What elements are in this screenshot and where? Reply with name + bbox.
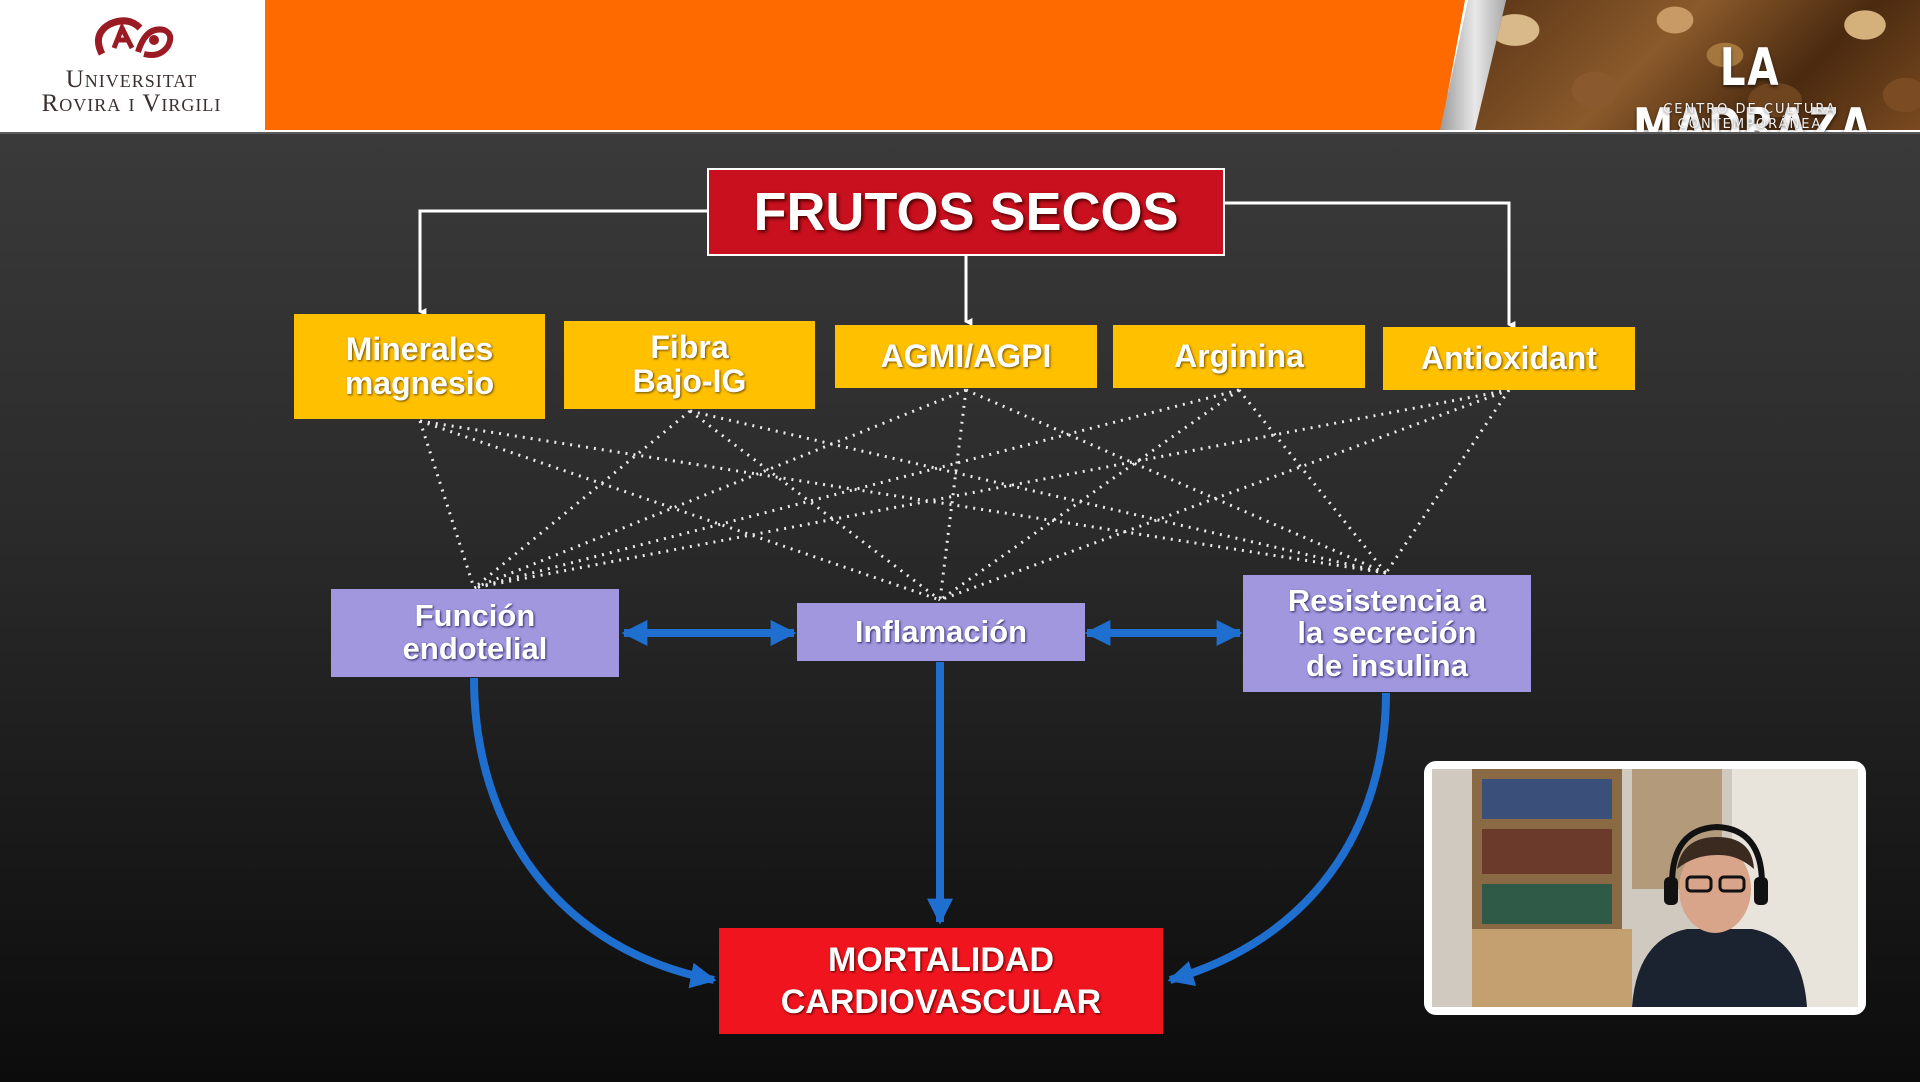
- webcam-overlay[interactable]: [1424, 761, 1866, 1015]
- component-label-line1: Fibra: [650, 329, 729, 366]
- component-box-agmi-agpi: AGMI/AGPI: [835, 325, 1097, 388]
- presenter-video-icon: [1432, 769, 1858, 1007]
- header-orange-band: [265, 0, 1465, 130]
- component-label-line2: Bajo-IG: [632, 363, 747, 399]
- frutos-secos-title-box: FRUTOS SECOS: [707, 168, 1225, 256]
- mortalidad-cardiovascular-box: MORTALIDAD CARDIOVASCULAR: [719, 928, 1163, 1034]
- endotelial-to-mortalidad-arrow: [470, 677, 717, 989]
- component-label-line1: Minerales: [345, 330, 494, 367]
- university-name-line2: Rovira i Virgili: [41, 90, 222, 117]
- mechanism-label: Inflamación: [854, 613, 1028, 649]
- header-bar: Universitat Rovira i Virgili LA MADRAZA …: [0, 0, 1920, 158]
- component-label: AGMI/AGPI: [880, 337, 1052, 374]
- title-to-minerales-arrow: [418, 209, 707, 316]
- component-label-line2: magnesio: [344, 364, 495, 401]
- component-label: Antioxidant: [1421, 339, 1597, 376]
- university-name-line1: Universitat: [65, 66, 198, 93]
- component-box-antioxidant: Antioxidant: [1383, 327, 1635, 390]
- urv-emblem-icon: [94, 17, 174, 58]
- outcome-label-line1: MORTALIDAD: [828, 940, 1054, 979]
- mechanism-label-line1: Función: [414, 598, 536, 634]
- university-logo: Universitat Rovira i Virgili: [0, 0, 263, 130]
- mechanism-box-resistencia-insulina: Resistencia a la secreción de insulina: [1243, 575, 1531, 692]
- mechanism-label-line3: de insulina: [1306, 647, 1468, 683]
- dotted-association-lines: [418, 388, 1511, 602]
- outcome-label-line2: CARDIOVASCULAR: [780, 983, 1102, 1021]
- mechanism-box-inflamacion: Inflamación: [797, 603, 1085, 661]
- component-label: Arginina: [1174, 337, 1304, 374]
- mechanism-label-line2: la secreción: [1297, 615, 1477, 651]
- component-box-arginina: Arginina: [1113, 325, 1365, 388]
- la-madraza-subtitle: CENTRO DE CULTURA CONTEMPORÁNEA: [1663, 102, 1837, 132]
- title-to-antioxidant-arrow: [1225, 201, 1516, 329]
- resistencia-to-mortalidad-arrow: [1167, 692, 1390, 987]
- mechanism-label-line1: Resistencia a: [1287, 582, 1487, 618]
- nuts-photo-banner: [1475, 0, 1920, 130]
- component-box-minerales: Minerales magnesio: [294, 314, 545, 419]
- mechanism-label-line2: endotelial: [402, 631, 548, 666]
- mechanism-box-funcion-endotelial: Función endotelial: [331, 589, 619, 677]
- presenter-video-scene: [1432, 769, 1858, 1007]
- component-box-fibra: Fibra Bajo-IG: [564, 321, 815, 409]
